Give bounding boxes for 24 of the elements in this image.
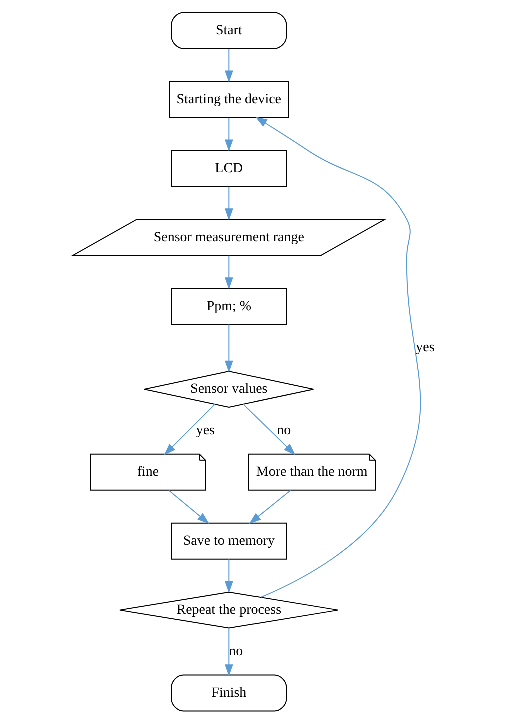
arrow (224, 628, 234, 677)
arrow (224, 186, 234, 221)
node-box: Starting the device (169, 81, 290, 118)
node-diamond: Repeat the process (119, 592, 339, 629)
arrow (224, 324, 234, 373)
edge-label: yes (416, 340, 435, 356)
arrow (224, 255, 234, 290)
node-box: Ppm; % (171, 288, 288, 326)
arrow (224, 559, 234, 594)
node-box: Save to memory (171, 522, 288, 560)
node-box: LCD (171, 150, 288, 188)
edge-label: no (229, 644, 244, 660)
arrow (224, 48, 234, 83)
arrow (249, 490, 292, 524)
arrow (164, 404, 216, 456)
edge-label: yes (196, 424, 215, 439)
arrow (168, 490, 210, 524)
edge-label: no (277, 424, 292, 439)
node-box: Start (171, 12, 288, 50)
node-box: Finish (171, 674, 288, 712)
arrow (224, 117, 234, 152)
arrow (255, 116, 422, 598)
arrow (243, 404, 296, 456)
node-diamond: Sensor values (144, 370, 314, 408)
